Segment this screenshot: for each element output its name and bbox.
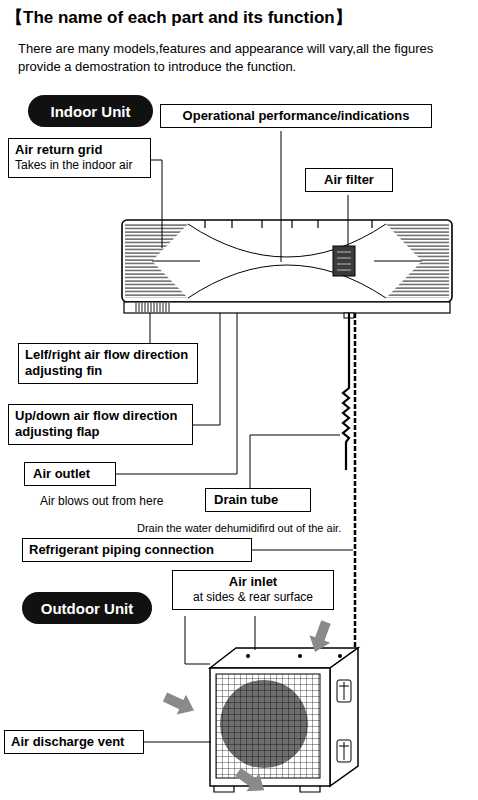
louver-flap xyxy=(124,302,450,313)
indoor-unit-drawing xyxy=(122,220,452,318)
airflow-arrow xyxy=(232,763,271,799)
unit-heading-pill: Outdoor Unit xyxy=(22,592,152,624)
unit-feet xyxy=(214,786,320,792)
leader-line xyxy=(151,160,162,248)
part-callout-box: Lelf/right air flow direction adjusting … xyxy=(18,343,198,384)
part-name: Up/down air flow direction adjusting fla… xyxy=(15,408,186,441)
leader-line xyxy=(144,742,211,743)
leader-line xyxy=(185,616,210,664)
part-name: Air outlet xyxy=(24,462,116,486)
air-filter-mesh xyxy=(337,252,351,270)
part-description: at sides & rear surface xyxy=(179,590,327,606)
service-valve xyxy=(337,680,351,702)
front-panel-lines xyxy=(152,224,422,298)
unit-heading-pill: Indoor Unit xyxy=(28,95,153,127)
leader-line xyxy=(348,195,349,246)
bolt xyxy=(246,654,250,658)
bolt xyxy=(298,654,302,658)
leader-line xyxy=(116,313,237,474)
page-title: 【The name of each part and its function】 xyxy=(6,6,352,29)
valve-detail xyxy=(339,682,349,700)
airflow-arrow xyxy=(305,618,337,656)
service-valve xyxy=(337,740,351,762)
valve-detail xyxy=(339,742,349,760)
unit-heading: Indoor Unit xyxy=(51,103,131,120)
part-name: Drain tube xyxy=(205,488,311,512)
part-callout-box: Air filter xyxy=(305,168,393,192)
air-filter-drawing xyxy=(333,246,355,276)
part-callout-box: Operational performance/indications xyxy=(160,104,432,128)
part-name: Air discharge vent xyxy=(11,734,137,750)
indoor-unit-body xyxy=(122,220,452,302)
part-callout-box: Air outletAir blows out from here xyxy=(24,462,165,510)
part-name: Air inlet xyxy=(179,574,327,590)
part-name: Air return grid xyxy=(15,142,144,158)
leader-line xyxy=(255,616,256,650)
part-description: Air blows out from here xyxy=(38,494,165,510)
part-name: Air filter xyxy=(312,172,386,188)
grid-tick xyxy=(205,220,372,228)
airflow-fins xyxy=(134,303,170,312)
part-callout-box: Air inletat sides & rear surface xyxy=(172,570,334,610)
outdoor-unit-drawing xyxy=(210,648,358,792)
leader-line xyxy=(250,435,340,488)
part-name: Operational performance/indications xyxy=(167,108,425,124)
part-callout-box: Air return gridTakes in the indoor air xyxy=(8,138,151,178)
airflow-arrow xyxy=(160,687,198,720)
outdoor-unit-front xyxy=(210,668,330,786)
part-description: Drain the water dehumidifird out of the … xyxy=(135,521,343,535)
bolt xyxy=(338,654,342,658)
part-callout-box: Up/down air flow direction adjusting fla… xyxy=(8,404,193,445)
refrigerant-piping xyxy=(354,313,357,660)
leader-line xyxy=(281,131,282,262)
part-callout-box: Air discharge vent xyxy=(4,730,144,754)
intro-note: There are many models,features and appea… xyxy=(18,40,470,75)
outdoor-unit-side xyxy=(330,648,358,786)
part-callout-box: Refrigerant piping connection xyxy=(22,538,252,562)
drain-tube-drawing xyxy=(343,313,349,470)
unit-heading: Outdoor Unit xyxy=(41,600,133,617)
fan-grille xyxy=(216,674,320,778)
leader-line xyxy=(150,313,151,343)
part-name: Lelf/right air flow direction adjusting … xyxy=(25,347,191,380)
part-description: Takes in the indoor air xyxy=(15,158,144,174)
part-name: Refrigerant piping connection xyxy=(29,542,245,558)
part-callout-box: Drain tubeDrain the water dehumidifird o… xyxy=(135,488,343,536)
leader-line xyxy=(252,550,353,551)
